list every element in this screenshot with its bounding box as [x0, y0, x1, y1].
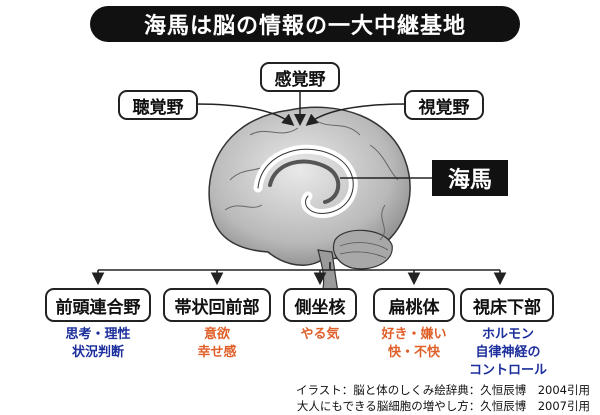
output-box-prefrontal: 前頭連合野 — [45, 288, 151, 322]
input-box-visual: 視覚野 — [404, 90, 484, 120]
functions-nucleus-accumbens: やる気 — [300, 327, 340, 342]
output-connectors — [91, 262, 507, 286]
output-label: 側坐核 — [294, 297, 346, 318]
input-label-auditory: 聴覚野 — [132, 97, 184, 118]
diagram-title: 海馬は脳の情報の一大中継基地 — [143, 14, 466, 39]
output-box-amygdala: 扁桃体 — [373, 288, 455, 322]
brain-illustration — [208, 106, 411, 293]
functions-prefrontal: 思考・理性 状況判断 — [65, 327, 131, 360]
credit-line-2: 大人にもできる脳細胞の増やし方：久恒辰博 2007引用 — [296, 399, 590, 413]
title-banner: 海馬は脳の情報の一大中継基地 — [90, 6, 520, 42]
output-box-nucleus-accumbens: 側坐核 — [283, 288, 357, 322]
hippocampus-label: 海馬 — [432, 160, 508, 196]
functions-amygdala: 好き・嫌い 快・不快 — [381, 327, 447, 360]
credit-line-1: イラスト：脳と体のしくみ絵辞典：久恒辰博 2004引用 — [296, 383, 590, 397]
output-label: 視床下部 — [473, 297, 541, 318]
input-arrows — [194, 92, 409, 126]
functions-anterior-cingulate: 意欲 幸せ感 — [197, 327, 237, 360]
functions-hypothalamus: ホルモン 自律神経の コントロール — [468, 327, 547, 378]
output-box-anterior-cingulate: 帯状回前部 — [163, 288, 271, 322]
output-label: 帯状回前部 — [174, 297, 260, 318]
input-label-visual: 視覚野 — [418, 97, 470, 118]
output-label: 扁桃体 — [388, 297, 440, 318]
output-label: 前頭連合野 — [55, 297, 141, 318]
input-label-sensory: 感覚野 — [274, 69, 326, 90]
input-box-auditory: 聴覚野 — [118, 90, 198, 120]
output-box-hypothalamus: 視床下部 — [460, 288, 554, 322]
input-box-sensory: 感覚野 — [260, 62, 340, 92]
